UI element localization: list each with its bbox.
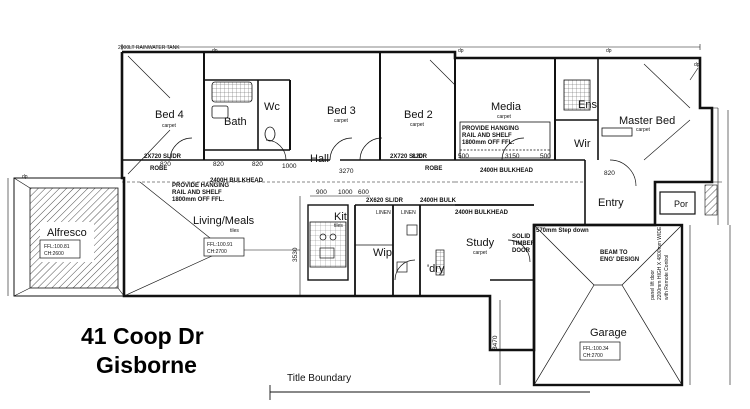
title-boundary-label: Title Boundary [287, 373, 351, 384]
room-label-hall: Hall [310, 153, 329, 165]
floor-label-bed3: carpet [334, 118, 349, 124]
bulkhead-media: 2400H BULKHEAD [480, 168, 534, 174]
step-down-note: 570mm Step down [536, 228, 589, 234]
rainwater-tank-note: 2000LT RAINWATER TANK [118, 45, 180, 51]
room-label-living: Living/Meals [193, 215, 255, 227]
room-label-bed3: Bed 3 [327, 105, 356, 117]
dim-820-c: 820 [252, 161, 263, 168]
solid-door-line3: DOOR [512, 248, 531, 254]
media-hanging-note-line2: RAIL AND SHELF [462, 133, 512, 139]
room-label-wir: Wir [574, 138, 591, 150]
alfresco-ch: CH:2600 [44, 251, 64, 257]
dim-3530: 3530 [292, 247, 299, 262]
dim-820-d: 820 [412, 153, 423, 160]
dim-500-a: 500 [458, 153, 469, 160]
door-swings [169, 137, 637, 281]
hanging-note-line3: 1800mm OFF FFL. [172, 197, 224, 203]
floor-label-kit: tiles [334, 223, 343, 229]
beam-note-line1: BEAM TO [600, 250, 628, 256]
downpipe-1: dp [212, 48, 218, 54]
title-boundary: Title Boundary [269, 373, 590, 400]
room-label-bath: Bath [224, 116, 247, 128]
sliding-door-linen: 2X620 SL/DR [366, 198, 404, 204]
garage-door-line1: panel lift door [650, 270, 656, 300]
robe-left: ROBE [150, 166, 167, 172]
downpipe-3: dp [606, 48, 612, 54]
media-cupboard [459, 121, 551, 159]
address-line-1: 41 Coop Dr [81, 323, 204, 349]
dim-3150: 3150 [505, 153, 520, 160]
floor-label-study: carpet [473, 250, 488, 256]
dim-3270: 3270 [339, 168, 354, 175]
room-label-kit: Kit [334, 211, 347, 223]
dim-1000-hall: 1000 [282, 163, 297, 170]
garage-ch: CH:2700 [583, 353, 603, 359]
media-hanging-note-line1: PROVIDE HANGING [462, 126, 519, 132]
floor-label-bed2: carpet [410, 122, 425, 128]
room-label-media: Media [491, 101, 522, 113]
dim-900: 900 [316, 189, 327, 196]
room-label-master: Master Bed [619, 115, 675, 127]
bathroom-fixtures [211, 79, 633, 142]
dimension-lines [7, 44, 731, 385]
alfresco-area [13, 177, 125, 297]
downpipe-5: dp [694, 62, 700, 68]
driveway-lines [689, 107, 722, 385]
alfresco-ffl: FFL:100.81 [44, 244, 70, 250]
solid-door-line1: SOLID [512, 234, 531, 240]
house-walls [120, 50, 714, 387]
garage-level-box [579, 341, 621, 361]
dim-3470: 3470 [492, 335, 499, 350]
dim-820-b: 820 [213, 161, 224, 168]
beam-note-line2: ENG' DESIGN [600, 257, 639, 263]
floor-label-living: tiles [230, 228, 239, 234]
dim-500-b: 500 [540, 153, 551, 160]
room-label-bed4: Bed 4 [155, 109, 184, 121]
linen-label-2: LINEN [401, 210, 416, 216]
downpipe-2: dp [458, 48, 464, 54]
downpipe-4: dp [22, 174, 28, 180]
floor-label-media: carpet [497, 114, 512, 120]
room-label-wip: Wip [373, 247, 392, 259]
linen-label-1: LINEN [376, 210, 391, 216]
room-label-garage: Garage [590, 327, 627, 339]
kitchen-fixtures [319, 224, 445, 276]
address-line-2: Gisborne [96, 352, 197, 378]
dim-820-a: 820 [160, 161, 171, 168]
garage-door-line3: with Remote Control [664, 255, 670, 300]
sliding-door-bed2: 2X720 SL/DR [390, 154, 428, 160]
hanging-note-line2: RAIL AND SHELF [172, 190, 222, 196]
dim-600: 600 [358, 189, 369, 196]
room-label-entry: Entry [598, 197, 624, 209]
bulkhead-hall: 2400H BULKHEAD [210, 178, 264, 184]
room-label-alfresco: Alfresco [47, 227, 87, 239]
sliding-door-bed4: 2X720 SL/DR [144, 154, 182, 160]
dim-820-e: 820 [604, 170, 615, 177]
room-label-ens: Ens [578, 99, 597, 111]
bulkhead-study: 2400H BULKHEAD [455, 210, 509, 216]
living-level-box [203, 237, 245, 257]
living-ffl: FFL:100.91 [207, 242, 233, 248]
bulk-kitchen: 2400H BULK [420, 198, 457, 204]
solid-door-line2: TIMBER [512, 241, 536, 247]
room-label-laundry: 'dry [427, 263, 445, 275]
floor-label-bed4: carpet [162, 123, 177, 129]
hanging-note-line1: PROVIDE HANGING [172, 183, 229, 189]
room-label-por: Por [674, 199, 688, 209]
room-label-wc: Wc [264, 101, 280, 113]
media-hanging-note-line3: 1800mm OFF FFL. [462, 140, 514, 146]
dim-1000: 1000 [338, 189, 353, 196]
room-label-study: Study [466, 237, 495, 249]
garage-ffl: FFL:100.34 [583, 346, 609, 352]
floor-label-master: carpet [636, 127, 651, 133]
room-label-bed2: Bed 2 [404, 109, 433, 121]
robe-media: ROBE [425, 166, 442, 172]
living-ch: CH:2700 [207, 249, 227, 255]
garage-door-line2: 2200mm HIGH X 4800mm WIDE [657, 226, 663, 300]
